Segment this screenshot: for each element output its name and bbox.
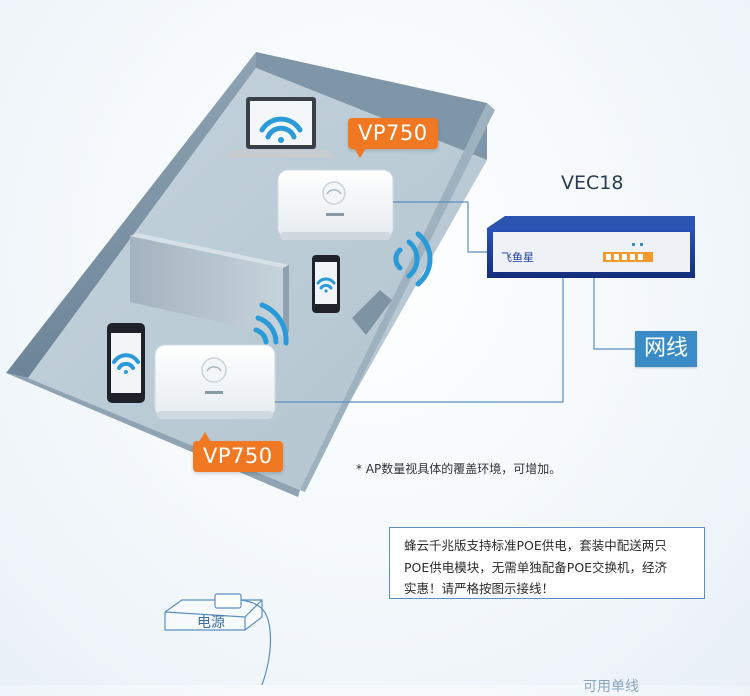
cable-label: 网线 — [635, 331, 697, 367]
router-model-label: VEC18 — [561, 172, 624, 194]
ap-note: * AP数量视具体的覆盖环境，可增加。 — [356, 462, 562, 476]
router-icon: 飞鱼星 — [487, 216, 695, 278]
power-module-icon — [164, 593, 272, 685]
ap-model-tag: VP750 — [193, 432, 283, 472]
doorway — [352, 290, 392, 335]
info-line: 蜂云千兆版支持标准POE供电，套装中配送两只 — [404, 538, 667, 553]
partition-wall — [130, 236, 283, 336]
partition-wall-side — [283, 265, 289, 336]
info-line: POE供电模块，无需单独配备POE交换机，经济 — [404, 560, 668, 575]
phone-icon — [312, 255, 340, 313]
room-wall-left — [6, 52, 256, 378]
partial-text: 可用单线 — [583, 679, 639, 695]
laptop-icon — [226, 97, 336, 158]
wifi-icon — [393, 231, 433, 287]
phone-icon — [107, 323, 145, 403]
ap-model-tag: VP750 — [348, 118, 438, 158]
room-wall-right — [300, 103, 495, 492]
power-label: 电源 — [197, 615, 225, 631]
router-brand: 飞鱼星 — [501, 250, 534, 264]
partition-wall-top — [130, 233, 289, 268]
info-line: 实惠！请严格按图示接线！ — [404, 581, 555, 596]
connection-lines — [275, 201, 635, 403]
access-point-icon — [277, 169, 394, 240]
info-box: 蜂云千兆版支持标准POE供电，套装中配送两只 POE供电模块，无需单独配备POE… — [389, 527, 705, 599]
wifi-icon — [253, 302, 289, 346]
access-point-icon — [154, 344, 276, 419]
